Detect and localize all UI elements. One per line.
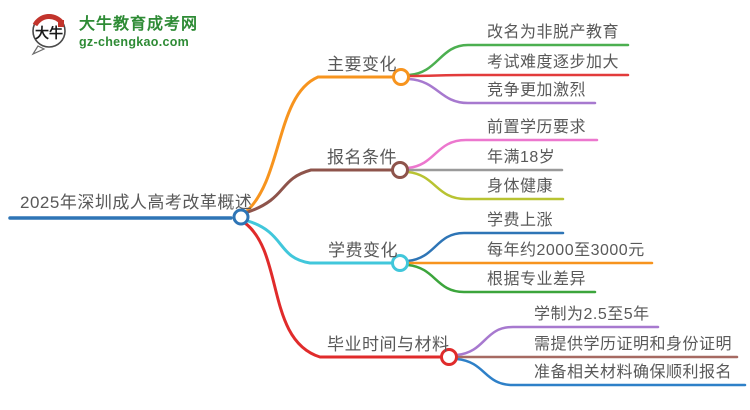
logo-bubble-tail (31, 45, 46, 56)
branch-topic-3[interactable]: 学费变化 (328, 241, 398, 260)
logo-seal-icon (58, 20, 64, 27)
branch-node-circle[interactable] (392, 68, 410, 86)
subtopic-2-3[interactable]: 身体健康 (487, 178, 554, 195)
root-node-circle[interactable] (232, 208, 250, 226)
branch-node-circle[interactable] (391, 161, 409, 179)
subtopic-1-3[interactable]: 竞争更加激烈 (487, 82, 587, 99)
branch-topic-4[interactable]: 毕业时间与材料 (327, 335, 450, 354)
subtopic-1-1[interactable]: 改名为非脱产教育 (487, 24, 620, 41)
branch-topic-2[interactable]: 报名条件 (327, 148, 397, 167)
subtopic-4-2[interactable]: 需提供学历证明和身份证明 (534, 336, 733, 353)
child-connector-line (407, 77, 597, 105)
child-connector-line (407, 73, 630, 78)
logo-url: gz-chengkao.com (79, 35, 190, 50)
subtopic-3-2[interactable]: 每年约2000至3000元 (487, 242, 645, 259)
subtopic-4-3[interactable]: 准备相关材料确保顺利报名 (534, 364, 733, 381)
logo-title: 大牛教育成考网 (79, 15, 199, 33)
branch-topic-1[interactable]: 主要变化 (327, 55, 397, 74)
site-logo[interactable]: 大牛 大牛教育成考网 gz-chengkao.com (28, 10, 198, 56)
subtopic-3-3[interactable]: 根据专业差异 (487, 271, 587, 288)
child-connector-line (455, 325, 660, 357)
subtopic-1-2[interactable]: 考试难度逐步加大 (487, 54, 620, 71)
child-connector-line (455, 357, 747, 387)
subtopic-3-1[interactable]: 学费上涨 (487, 212, 554, 229)
child-connector-line (406, 263, 597, 294)
subtopic-2-2[interactable]: 年满18岁 (487, 149, 556, 166)
child-connector-line (406, 170, 565, 201)
logo-mark: 大牛 (31, 14, 66, 56)
child-connector-line (406, 231, 565, 263)
branch-connector-line (246, 168, 394, 214)
subtopic-4-1[interactable]: 学制为2.5至5年 (534, 306, 650, 323)
branch-connector-line (243, 221, 443, 359)
branch-node-circle[interactable] (391, 254, 409, 272)
branch-connector-line (245, 75, 395, 213)
child-connector-line (407, 43, 630, 77)
child-connector-line (406, 138, 599, 170)
branch-node-circle[interactable] (440, 348, 458, 366)
logo-mark-text: 大牛 (35, 25, 63, 42)
subtopic-2-1[interactable]: 前置学历要求 (487, 119, 587, 136)
root-topic[interactable]: 2025年深圳成人高考改革概述 (20, 193, 253, 212)
branch-connector-line (246, 219, 394, 265)
